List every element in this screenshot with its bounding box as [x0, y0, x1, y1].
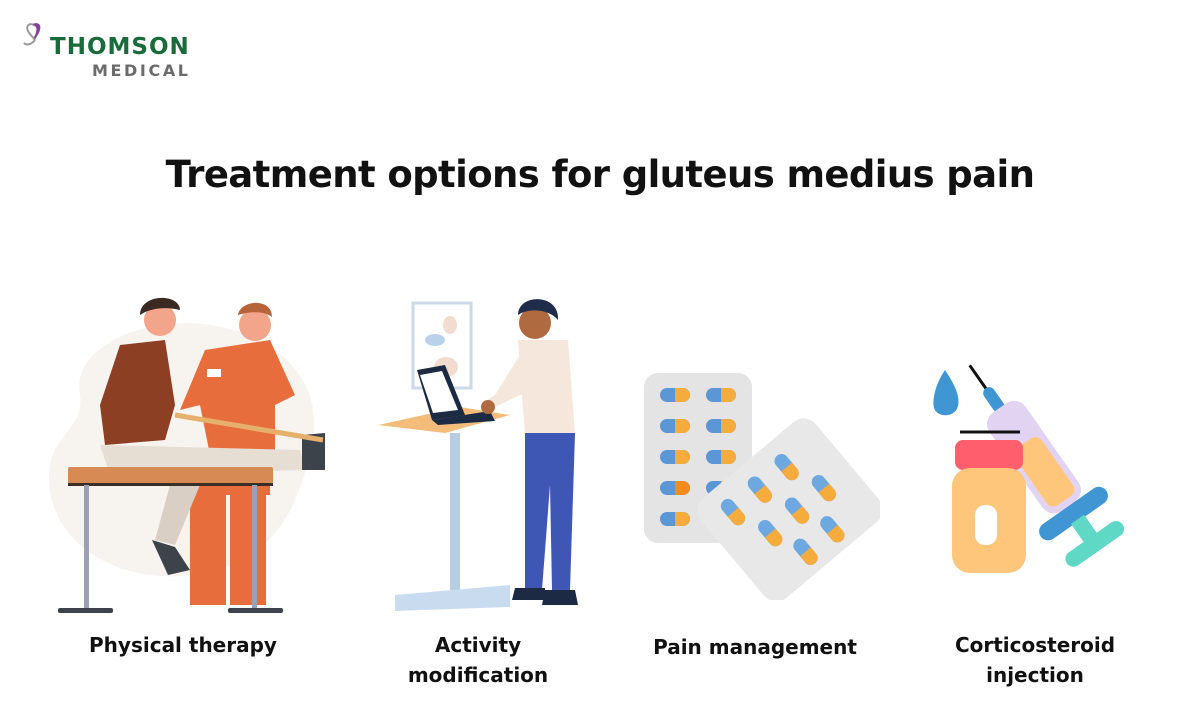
physical-therapy-illustration [40, 285, 340, 620]
logo-brand-text: THOMSON [50, 34, 190, 60]
option-label-activity-modification: Activity modification [380, 630, 576, 690]
label-line-2: injection [986, 663, 1084, 687]
standing-desk-illustration [370, 285, 590, 620]
pill-blister-packs-illustration [630, 360, 880, 600]
page-title: Treatment options for gluteus medius pai… [165, 153, 1035, 196]
logo-sub-text: MEDICAL [92, 61, 191, 80]
heart-butterfly-icon [23, 23, 41, 46]
option-label-corticosteroid-injection: Corticosteroid injection [935, 630, 1135, 690]
label-line-1: Corticosteroid [954, 633, 1116, 657]
option-label-pain-management: Pain management [653, 635, 857, 659]
option-label-physical-therapy: Physical therapy [89, 633, 277, 657]
thomson-medical-logo: THOMSON MEDICAL [22, 22, 222, 84]
syringe-vial-illustration [920, 340, 1170, 590]
label-line-1: Activity [434, 633, 522, 657]
label-line-2: modification [407, 663, 549, 687]
